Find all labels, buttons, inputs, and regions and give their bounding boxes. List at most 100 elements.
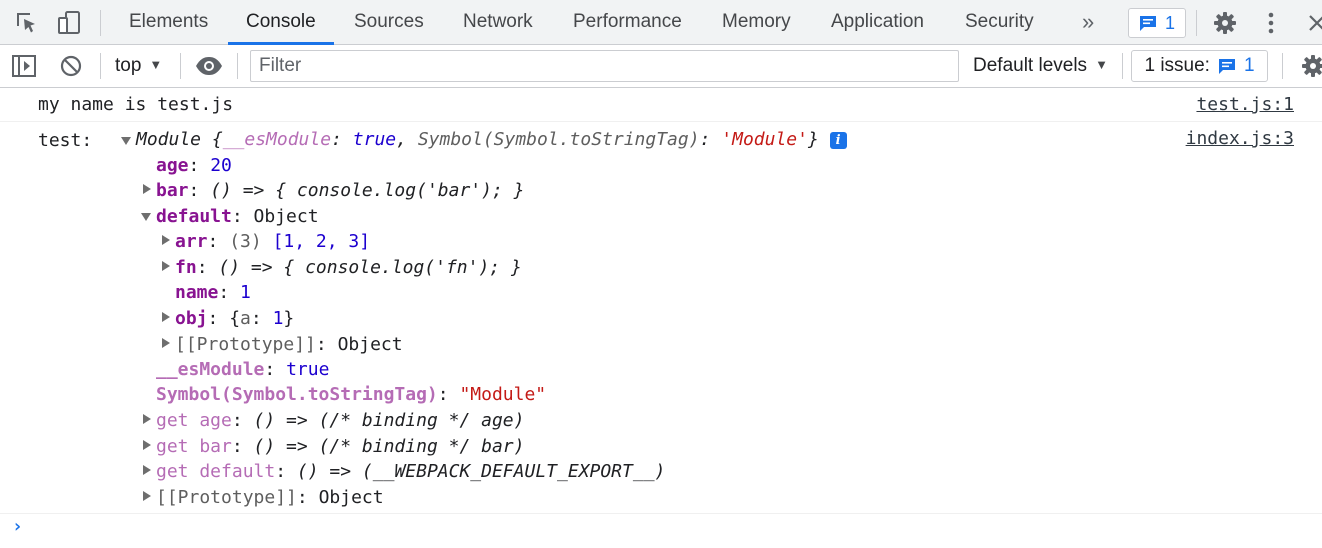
expand-triangle-right-icon[interactable] bbox=[162, 261, 170, 271]
expand-triangle-right-icon[interactable] bbox=[143, 184, 151, 194]
property-key: bar bbox=[156, 180, 189, 201]
toolbar-divider bbox=[1196, 10, 1197, 36]
sidebar-toggle-icon[interactable] bbox=[9, 51, 39, 81]
module-head: Module { bbox=[136, 129, 223, 150]
filter-input[interactable] bbox=[250, 50, 959, 82]
tree-row-age[interactable]: age: 20 bbox=[156, 155, 232, 176]
console-toolbar: top▼ Default levels ▼ 1 issue: 1 bbox=[0, 45, 1322, 88]
device-toolbar-icon[interactable] bbox=[54, 8, 84, 38]
separator: , bbox=[396, 129, 418, 150]
toolbar-divider bbox=[237, 53, 238, 79]
tree-row-module[interactable]: Module {__esModule: true, Symbol(Symbol.… bbox=[136, 127, 847, 152]
expand-triangle-right-icon[interactable] bbox=[143, 440, 151, 450]
tree-row-arr[interactable]: arr: (3) [1, 2, 3] bbox=[175, 231, 371, 252]
expand-triangle-right-icon[interactable] bbox=[143, 491, 151, 501]
property-value: 1 bbox=[240, 282, 251, 303]
expand-triangle-right-icon[interactable] bbox=[162, 338, 170, 348]
close-devtools-icon[interactable] bbox=[1302, 8, 1322, 38]
inner-value: 1 bbox=[272, 308, 284, 329]
property-value: [1, 2, 3] bbox=[272, 231, 371, 252]
tree-row-prototype[interactable]: [[Prototype]]: Object bbox=[156, 487, 384, 508]
tree-row-esmodule[interactable]: __esModule: true bbox=[156, 359, 330, 380]
console-message: test: index.js:3 Module {__esModule: tru… bbox=[0, 122, 1322, 512]
expand-triangle-right-icon[interactable] bbox=[162, 235, 170, 245]
summary-value: true bbox=[352, 129, 397, 150]
active-tab-indicator bbox=[228, 42, 334, 45]
array-length: (3) bbox=[229, 231, 262, 252]
property-key: name bbox=[175, 282, 219, 303]
expand-triangle-right-icon[interactable] bbox=[143, 414, 151, 424]
tree-row-get-age[interactable]: get age: () => (/* binding */ age) bbox=[156, 410, 525, 431]
expand-triangle-down-icon[interactable] bbox=[121, 137, 131, 145]
summary-key: Symbol(Symbol.toStringTag) bbox=[417, 129, 700, 150]
module-tail: } bbox=[807, 129, 819, 150]
brace: } bbox=[283, 308, 295, 329]
context-selector[interactable]: top▼ bbox=[115, 45, 162, 88]
tree-row-tostringtag[interactable]: Symbol(Symbol.toStringTag): "Module" bbox=[156, 384, 547, 405]
tab-security[interactable]: Security bbox=[965, 11, 1034, 32]
caret-down-icon: ▼ bbox=[1095, 57, 1108, 72]
property-key: age bbox=[156, 155, 189, 176]
expand-triangle-down-icon[interactable] bbox=[141, 213, 151, 221]
property-value: () => (/* binding */ bar) bbox=[253, 436, 525, 457]
property-key: obj bbox=[175, 308, 208, 329]
info-icon[interactable]: i bbox=[829, 132, 847, 149]
property-value: () => (/* binding */ age) bbox=[253, 410, 525, 431]
property-key: arr bbox=[175, 231, 208, 252]
tree-row-obj[interactable]: obj: {a: 1} bbox=[175, 308, 295, 329]
console-prompt-input[interactable] bbox=[0, 513, 1322, 543]
console-settings-gear-icon[interactable] bbox=[1298, 51, 1322, 81]
log-text: my name is test.js bbox=[38, 94, 234, 115]
summary-key: __esModule bbox=[222, 129, 332, 150]
tree-row-default[interactable]: default: Object bbox=[156, 206, 319, 227]
toolbar-divider bbox=[100, 53, 101, 79]
tree-row-default-prototype[interactable]: [[Prototype]]: Object bbox=[175, 334, 403, 355]
live-expression-eye-icon[interactable] bbox=[194, 51, 224, 81]
clear-console-icon[interactable] bbox=[56, 51, 86, 81]
source-link[interactable]: index.js:3 bbox=[1185, 128, 1294, 149]
source-link[interactable]: test.js:1 bbox=[1196, 94, 1294, 115]
property-key: default bbox=[156, 206, 232, 227]
more-options-icon[interactable] bbox=[1256, 8, 1286, 38]
tab-elements[interactable]: Elements bbox=[129, 11, 209, 32]
messages-badge-button[interactable]: 1 bbox=[1128, 8, 1186, 38]
property-key: get age bbox=[156, 410, 232, 431]
inner-key: a bbox=[240, 308, 251, 329]
tree-row-get-bar[interactable]: get bar: () => (/* binding */ bar) bbox=[156, 436, 525, 457]
log-label: test: bbox=[38, 130, 93, 151]
expand-triangle-right-icon[interactable] bbox=[162, 312, 170, 322]
more-tabs-button[interactable]: » bbox=[1082, 9, 1095, 34]
property-value: Object bbox=[253, 206, 319, 227]
tab-sources[interactable]: Sources bbox=[354, 11, 424, 32]
log-levels-dropdown[interactable]: Default levels ▼ bbox=[973, 45, 1108, 88]
toolbar-divider bbox=[180, 53, 181, 79]
tree-row-get-default[interactable]: get default: () => (__WEBPACK_DEFAULT_EX… bbox=[156, 461, 666, 482]
property-value: 20 bbox=[210, 155, 232, 176]
property-key: fn bbox=[175, 257, 197, 278]
property-value: () => (__WEBPACK_DEFAULT_EXPORT__) bbox=[296, 461, 666, 482]
tab-performance[interactable]: Performance bbox=[573, 11, 682, 32]
tab-console[interactable]: Console bbox=[246, 11, 316, 32]
issues-label: 1 issue: bbox=[1144, 55, 1210, 76]
property-key: [[Prototype]] bbox=[156, 487, 297, 508]
inspect-element-icon[interactable] bbox=[12, 8, 42, 38]
tab-network[interactable]: Network bbox=[463, 11, 533, 32]
tree-row-fn[interactable]: fn: () => { console.log('fn'); } bbox=[175, 257, 522, 278]
expand-triangle-right-icon[interactable] bbox=[143, 465, 151, 475]
tab-memory[interactable]: Memory bbox=[722, 11, 791, 32]
colon: : bbox=[699, 129, 722, 150]
messages-count: 1 bbox=[1165, 12, 1176, 33]
property-key: __esModule bbox=[156, 359, 265, 380]
prompt-chevron-icon: › bbox=[12, 516, 23, 537]
tree-row-bar[interactable]: bar: () => { console.log('bar'); } bbox=[156, 180, 525, 201]
tree-row-name[interactable]: name: 1 bbox=[175, 282, 251, 303]
issues-button[interactable]: 1 issue: 1 bbox=[1131, 50, 1268, 82]
property-value: () => { console.log('fn'); } bbox=[218, 257, 522, 278]
console-message: my name is test.js test.js:1 bbox=[0, 88, 1322, 122]
settings-gear-icon[interactable] bbox=[1210, 8, 1240, 38]
property-key: get default bbox=[156, 461, 276, 482]
message-icon bbox=[1218, 58, 1235, 74]
property-key: [[Prototype]] bbox=[175, 334, 316, 355]
tab-application[interactable]: Application bbox=[831, 11, 924, 32]
log-levels-value: Default levels bbox=[973, 55, 1088, 76]
